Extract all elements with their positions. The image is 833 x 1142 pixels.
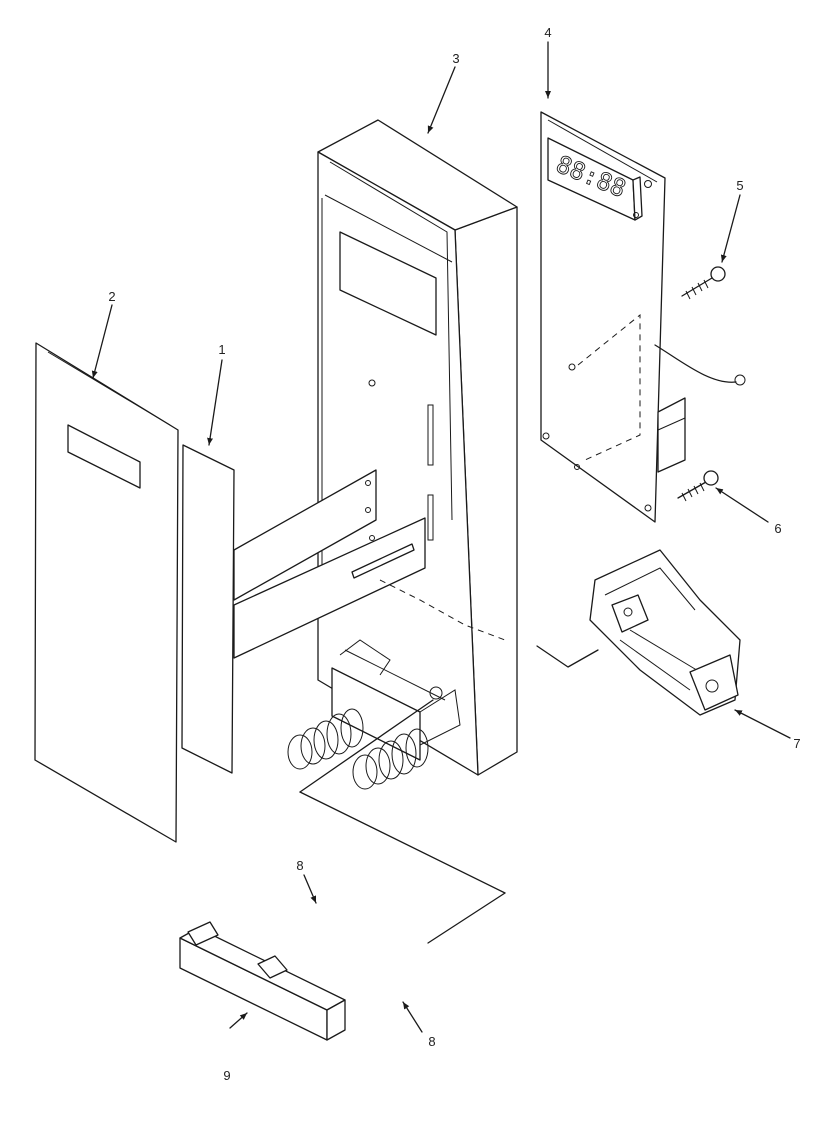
label-part-8-upper: 8	[296, 858, 303, 873]
screw-upper	[681, 266, 726, 300]
outer-cover-panel	[34, 342, 179, 843]
spring-lower	[352, 728, 429, 790]
push-button	[179, 921, 346, 1041]
screw-lower	[677, 470, 719, 502]
mounting-straps	[233, 469, 426, 659]
label-part-6: 6	[774, 521, 781, 536]
label-part-7: 7	[793, 736, 800, 751]
label-part-9: 9	[223, 1068, 230, 1083]
label-part-3: 3	[452, 51, 459, 66]
label-part-4: 4	[544, 25, 551, 40]
label-part-5: 5	[736, 178, 743, 193]
pc-board: 88:88	[540, 111, 746, 523]
label-part-1: 1	[218, 342, 225, 357]
label-part-2: 2	[108, 289, 115, 304]
label-part-8-lower: 8	[428, 1034, 435, 1049]
overlay-sheet	[181, 444, 235, 774]
latch-assembly	[589, 549, 741, 716]
control-panel-frame	[317, 119, 518, 776]
spring-upper	[287, 708, 364, 770]
